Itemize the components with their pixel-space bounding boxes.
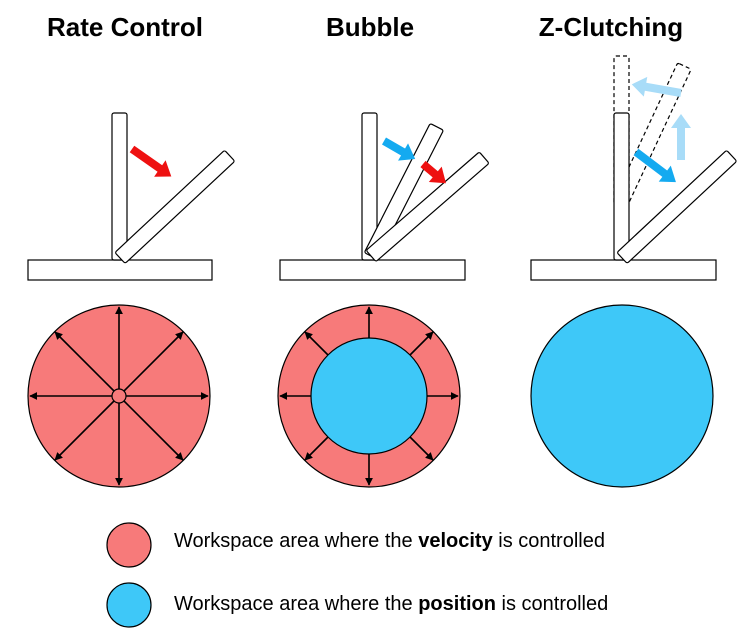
legend-position-label: Workspace area where the position is con… [174,593,608,616]
bubble-workspace [277,304,461,488]
rate-control-workspace [27,304,211,488]
faded-blue-arrow-up [671,114,691,160]
base-platform [27,259,213,281]
z-clutching-joystick [530,55,737,281]
legend-position-prefix: Workspace area where the [174,593,419,615]
center-dot [111,388,127,404]
z-clutching-workspace [530,304,714,488]
blue-arrow [633,148,676,183]
stick-tilted [617,150,737,264]
legend-position-swatch [106,582,152,628]
stick-tilted-far [366,152,489,262]
base-platform [279,259,466,281]
direction-arrow-up-left [54,331,115,392]
direction-arrow-down-left [54,400,115,461]
legend-velocity-prefix: Workspace area where the [174,530,419,552]
rate-control-joystick [27,112,235,281]
title-bubble: Bubble [325,12,415,42]
legend-velocity-suffix: is controlled [492,530,605,552]
stick-upright [613,112,630,261]
legend-velocity-keyword: velocity [418,530,493,552]
legend-velocity-swatch [106,522,152,568]
position-zone-circle [530,304,714,488]
stick-tilted [115,150,235,264]
direction-arrow-down-right [123,400,184,461]
stick-upright [111,112,128,261]
position-zone-inner-circle [310,337,428,455]
legend-position-suffix: is controlled [495,593,609,615]
blue-arrow [382,137,416,161]
bubble-joystick [279,112,489,281]
title-z-clutching: Z-Clutching [538,12,684,42]
legend-velocity-label: Workspace area where the velocity is con… [174,530,605,553]
title-rate-control: Rate Control [47,12,203,42]
direction-arrow-up-right [123,331,184,392]
base-platform [530,259,717,281]
direction-arrow-down-left [304,436,329,461]
red-arrow [129,145,172,177]
direction-arrow-up-right [409,331,434,356]
stick-upright [361,112,378,261]
direction-arrow-up-left [304,331,329,356]
faded-blue-arrow-left [631,76,682,97]
legend-position-keyword: position [418,593,496,615]
red-arrow [420,160,446,184]
direction-arrow-down-right [409,436,434,461]
